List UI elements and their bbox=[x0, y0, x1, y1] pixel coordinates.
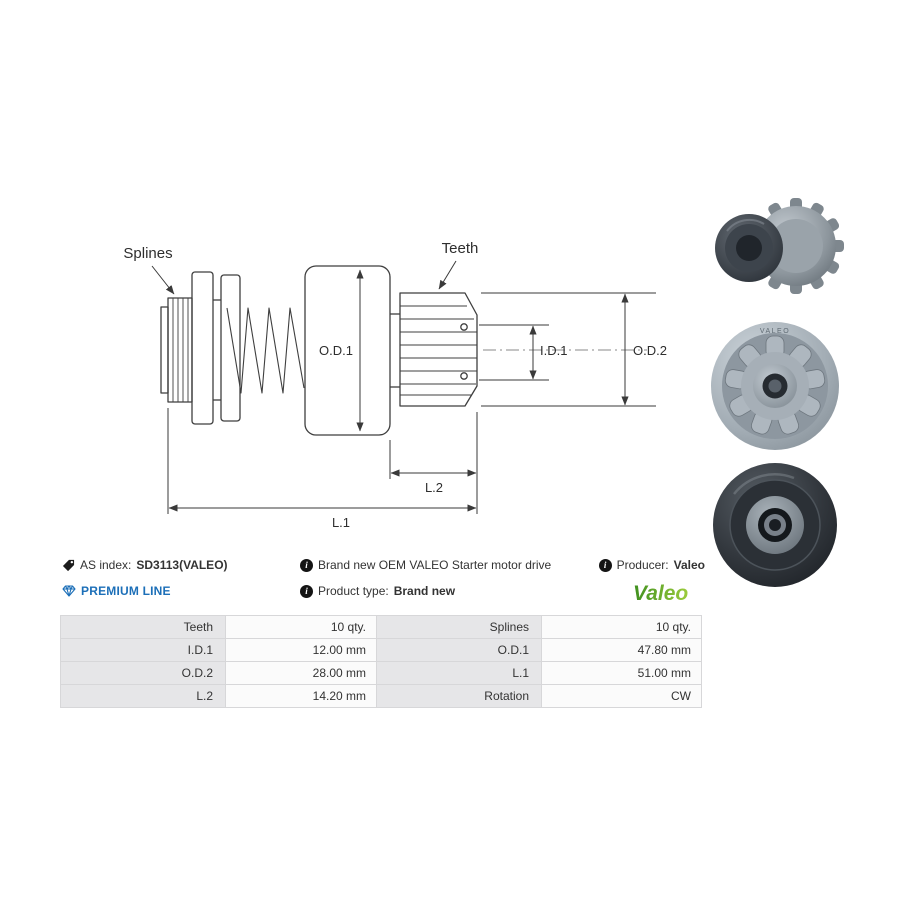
as-index-row: AS index: SD3113(VALEO) bbox=[62, 558, 228, 572]
splines-label: Splines bbox=[123, 245, 172, 262]
spec-value: 10 qty. bbox=[542, 616, 701, 638]
spec-value: 51.00 mm bbox=[542, 662, 701, 684]
photo-pinion-front-view: VALEO bbox=[711, 322, 839, 450]
spec-label: O.D.2 bbox=[61, 662, 225, 684]
producer-row: i Producer: Valeo bbox=[598, 558, 705, 572]
as-index-label: AS index: bbox=[80, 558, 132, 572]
valeo-logo-text: Valeo bbox=[633, 582, 688, 605]
dimension-lines bbox=[167, 269, 656, 514]
brand-logo-wrap: Valeo bbox=[631, 580, 705, 606]
spring-coil bbox=[226, 307, 305, 394]
product-photos: VALEO bbox=[702, 186, 848, 592]
spec-value: 28.00 mm bbox=[226, 662, 376, 684]
pinion-gear bbox=[399, 292, 478, 407]
teeth-label: Teeth bbox=[442, 240, 479, 257]
spec-label: Teeth bbox=[61, 616, 225, 638]
product-type-label: Product type: bbox=[318, 584, 389, 598]
diamond-icon bbox=[62, 585, 76, 597]
spec-value: 47.80 mm bbox=[542, 639, 701, 661]
photo-drive-back-view bbox=[713, 463, 837, 587]
spline-ribs bbox=[172, 298, 189, 402]
teeth-leader-arrow bbox=[438, 260, 457, 290]
clutch-body bbox=[304, 265, 391, 436]
spec-value: 10 qty. bbox=[226, 616, 376, 638]
spec-label: Splines bbox=[377, 616, 541, 638]
id1-label: I.D.1 bbox=[540, 343, 567, 358]
as-index-value: SD3113(VALEO) bbox=[136, 558, 228, 572]
info-icon: i bbox=[598, 558, 612, 572]
premium-line-row: PREMIUM LINE bbox=[62, 584, 171, 598]
product-type-value: Brand new bbox=[393, 584, 456, 598]
spec-label: L.2 bbox=[61, 685, 225, 707]
description-row: i Brand new OEM VALEO Starter motor driv… bbox=[300, 558, 551, 572]
photo-drive-angled-view bbox=[715, 198, 844, 294]
spec-label: L.1 bbox=[377, 662, 541, 684]
engraving-text: VALEO bbox=[760, 328, 790, 335]
product-type-row: i Product type: Brand new bbox=[300, 584, 455, 598]
product-info: AS index: SD3113(VALEO) i Brand new OEM … bbox=[60, 556, 705, 612]
drive-collar bbox=[715, 214, 783, 282]
producer-value: Valeo bbox=[673, 558, 705, 572]
splines-leader-arrow bbox=[151, 265, 175, 295]
l2-label: L.2 bbox=[425, 480, 443, 495]
description-text: Brand new OEM VALEO Starter motor drive bbox=[318, 558, 552, 572]
spec-label: O.D.1 bbox=[377, 639, 541, 661]
premium-line-label: PREMIUM LINE bbox=[81, 584, 171, 598]
spec-value: CW bbox=[542, 685, 701, 707]
producer-label: Producer: bbox=[616, 558, 669, 572]
l1-label: L.1 bbox=[332, 515, 350, 530]
starter-drive-outline bbox=[160, 265, 478, 436]
spec-value: 12.00 mm bbox=[226, 639, 376, 661]
technical-diagram: Splines Teeth O.D.1 I.D.1 O.D.2 L.2 L.1 bbox=[123, 240, 667, 530]
tag-icon bbox=[62, 559, 75, 571]
spec-label: Rotation bbox=[377, 685, 541, 707]
spec-table: Teeth 10 qty. Splines 10 qty. I.D.1 12.0… bbox=[60, 615, 702, 708]
valeo-logo: Valeo bbox=[633, 582, 688, 605]
info-icon: i bbox=[300, 584, 313, 598]
info-icon: i bbox=[300, 558, 313, 572]
od1-label: O.D.1 bbox=[319, 343, 353, 358]
spec-value: 14.20 mm bbox=[226, 685, 376, 707]
spec-label: I.D.1 bbox=[61, 639, 225, 661]
od2-label: O.D.2 bbox=[633, 343, 667, 358]
gear-teeth-lines bbox=[400, 305, 477, 396]
